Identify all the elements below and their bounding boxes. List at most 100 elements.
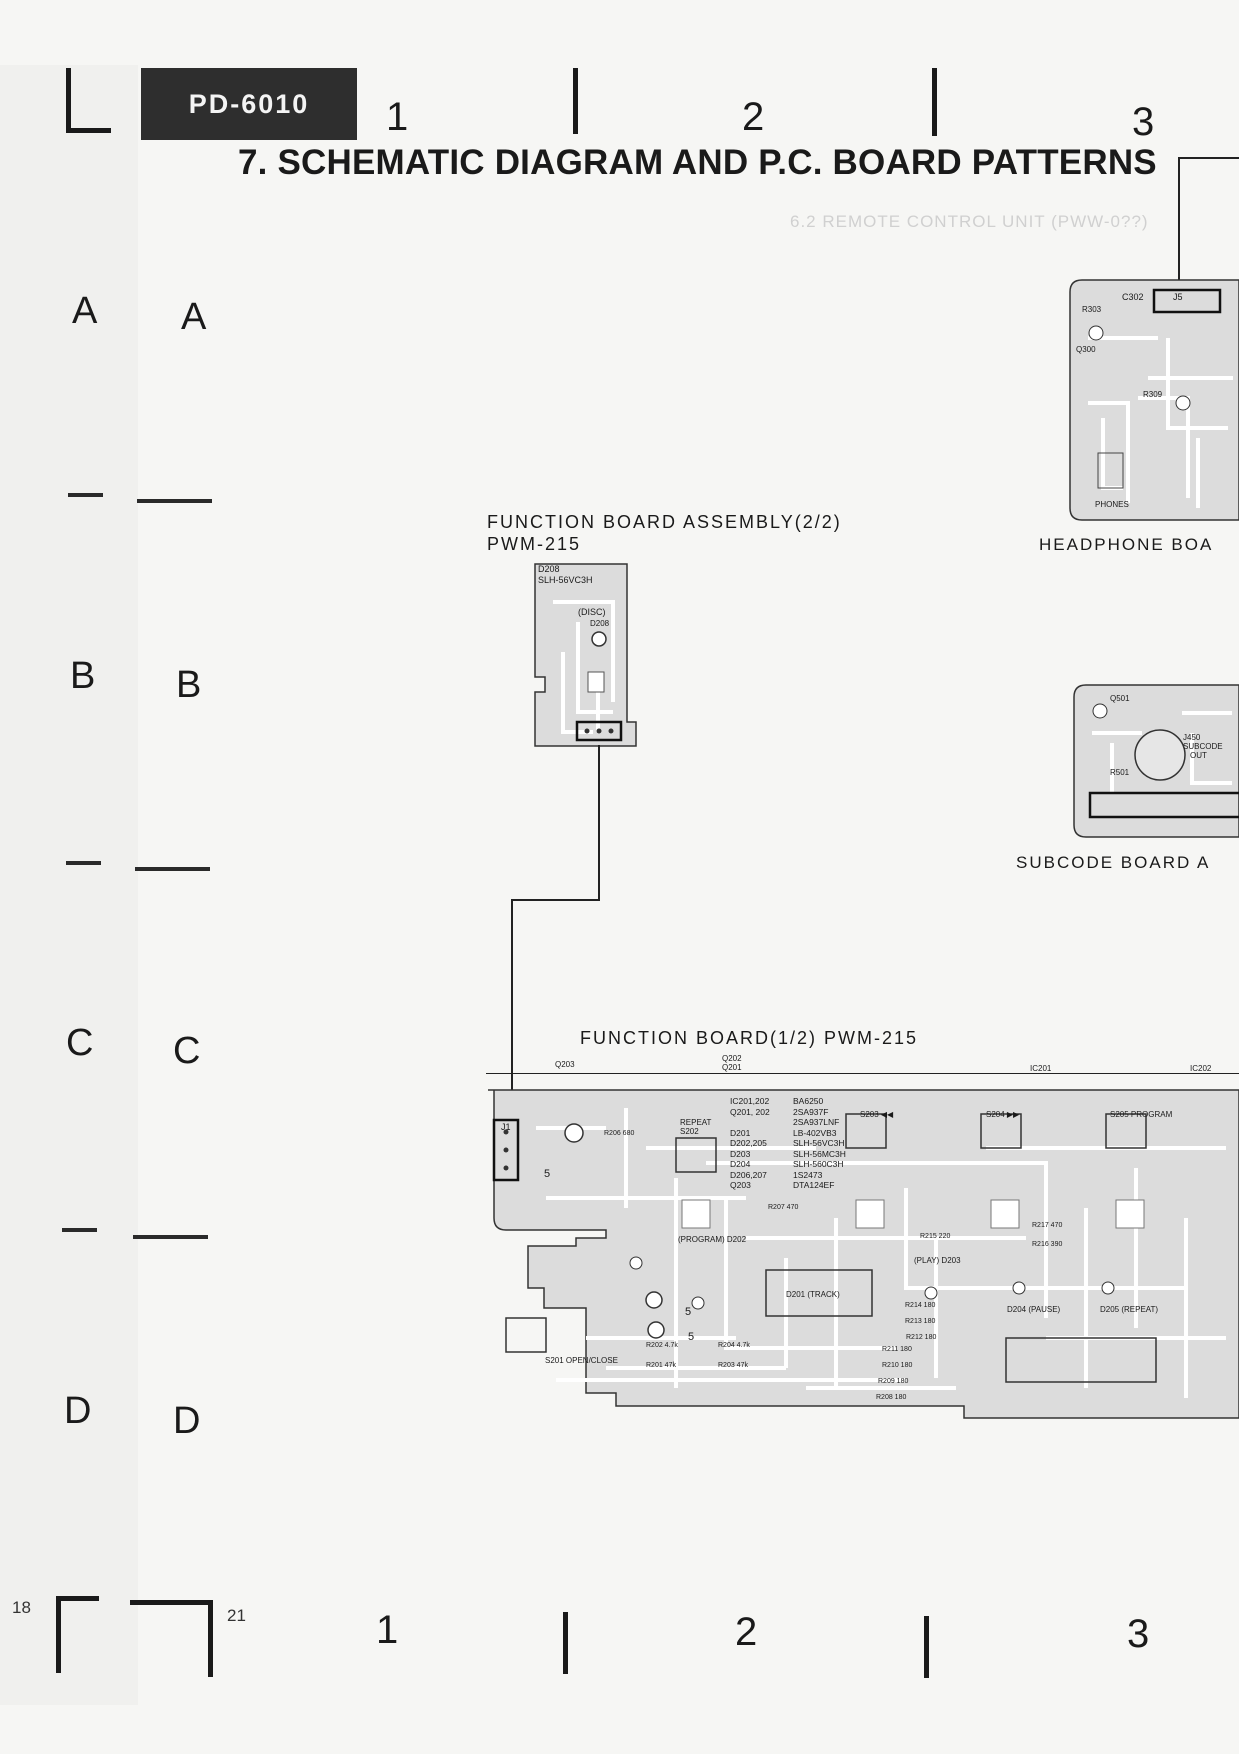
row-letter: D (64, 1390, 92, 1432)
column-divider (563, 1612, 568, 1674)
switch-label: S204 ▶▶ (986, 1110, 1020, 1119)
pin-mark: 5 (688, 1331, 695, 1343)
column-number: 2 (742, 95, 765, 139)
cable-wire (1178, 157, 1239, 159)
function-board-2-model: PWM-215 (487, 534, 582, 554)
cable-wire (511, 899, 600, 901)
resistor-label: R215 220 (920, 1233, 951, 1240)
resistor-label: R206 680 (604, 1130, 635, 1137)
part-ref: D201 (730, 1127, 751, 1138)
show-through-text: 6.2 REMOTE CONTROL UNIT (PWW-0??) (790, 212, 1149, 231)
subcode-board-title: SUBCODE BOARD A (1016, 853, 1211, 872)
board-reference-line (486, 1073, 1239, 1074)
crop-corner-bottom-left (56, 1596, 99, 1673)
row-letter: A (72, 290, 98, 332)
subcode-board-pcb (1073, 684, 1239, 838)
parts-row: Q203 DTA124EF (730, 1180, 846, 1191)
part-ref: IC201,202 (730, 1096, 770, 1106)
part-number: BA6250 (793, 1096, 824, 1106)
resistor-label: R210 180 (882, 1362, 913, 1369)
parts-row: D202,205 SLH-56VC3H (730, 1138, 846, 1149)
subcode-ref: Q501 (1110, 694, 1130, 703)
switch-label: S203 ◀◀ (860, 1110, 894, 1119)
parts-row: Q201, 202 2SA937F (730, 1107, 846, 1118)
function-board-1-pcb (488, 1089, 1239, 1419)
resistor-label: R213 180 (905, 1318, 936, 1325)
subcode-ref: OUT (1190, 751, 1207, 760)
row-divider (62, 1228, 97, 1232)
row-letter: B (176, 664, 202, 706)
function-board-2-led-ref: D208 (590, 619, 610, 628)
part-number: SLH-56VC3H (793, 1138, 845, 1148)
headphone-ref: PHONES (1095, 500, 1129, 509)
row-letter: C (66, 1022, 94, 1064)
led-label: D201 (TRACK) (786, 1290, 840, 1299)
led-label: (PLAY) D203 (914, 1256, 961, 1265)
part-number: 1S2473 (793, 1169, 823, 1180)
resistor-label: R209 180 (878, 1378, 909, 1385)
function-board-1-title: FUNCTION BOARD(1/2) PWM-215 (580, 1028, 919, 1048)
headphone-board-title: HEADPHONE BOA (1039, 535, 1214, 554)
headphone-ref: R309 (1143, 390, 1163, 399)
headphone-ref: C302 (1122, 292, 1144, 302)
resistor-label: R202 4.7k (646, 1342, 678, 1349)
page-number-left: 18 (12, 1598, 31, 1617)
column-number: 1 (386, 95, 409, 139)
part-number: 2SA937LNF (793, 1117, 840, 1127)
function-board-2-part: SLH-56VC3H (538, 575, 593, 585)
part-ref: Q201, 202 (730, 1106, 770, 1117)
parts-row: 2SA937LNF (730, 1117, 846, 1128)
part-ref: D202,205 (730, 1138, 767, 1148)
row-letter: A (181, 296, 207, 338)
pin-mark: 5 (544, 1168, 551, 1180)
parts-row: IC201,202 BA6250 (730, 1096, 846, 1107)
function-board-2-led-label: (DISC) (578, 607, 606, 617)
row-divider (133, 1235, 208, 1239)
row-divider (68, 493, 103, 497)
part-number: LB-402VB3 (793, 1127, 837, 1138)
switch-label: S205 PROGRAM (1110, 1110, 1173, 1119)
led-label: D205 (REPEAT) (1100, 1305, 1159, 1314)
subcode-ref: R501 (1110, 768, 1130, 777)
column-divider (924, 1616, 929, 1678)
function-board-2-title: FUNCTION BOARD ASSEMBLY(2/2) (487, 512, 842, 532)
left-page-strip (0, 65, 138, 1705)
resistor-label: R212 180 (906, 1334, 937, 1341)
parts-row: D206,207 1S2473 (730, 1170, 846, 1181)
part-ref: Q203 (730, 1180, 751, 1190)
part-number: SLH-56MC3H (793, 1148, 846, 1159)
subcode-ref: J450 (1183, 733, 1201, 742)
crop-corner-bottom-right (130, 1600, 213, 1677)
row-divider (135, 867, 210, 871)
connector-label: J1 (501, 1122, 511, 1132)
resistor-label: R207 470 (768, 1204, 799, 1211)
row-letter: B (70, 655, 96, 697)
led-label: (PROGRAM) D202 (678, 1235, 747, 1244)
headphone-board-pcb (1069, 279, 1239, 521)
headphone-ref: J5 (1173, 292, 1183, 302)
cable-wire (511, 899, 513, 1121)
page-number-right: 21 (227, 1606, 246, 1625)
resistor-label: R217 470 (1032, 1222, 1063, 1229)
part-number: SLH-560C3H (793, 1159, 844, 1169)
ref-label: IC202 (1190, 1064, 1212, 1073)
row-letter: D (173, 1400, 201, 1442)
parts-table: IC201,202 BA6250 Q201, 202 2SA937F 2SA937L… (730, 1096, 846, 1191)
ref-label: Q201 (722, 1063, 742, 1072)
switch-label: S201 OPEN/CLOSE (545, 1356, 618, 1365)
resistor-label: R204 4.7k (718, 1342, 750, 1349)
model-badge: PD-6010 (141, 68, 357, 140)
cable-wire (1178, 157, 1180, 292)
part-ref: D206,207 (730, 1169, 767, 1180)
resistor-label: R211 180 (882, 1346, 912, 1353)
row-letter: C (173, 1030, 201, 1072)
ref-label: Q202 (722, 1054, 742, 1063)
column-number: 3 (1127, 1612, 1150, 1656)
cable-wire (598, 745, 600, 900)
led-label: D204 (PAUSE) (1007, 1305, 1061, 1314)
resistor-label: R203 47k (718, 1362, 748, 1369)
part-number: 2SA937F (793, 1106, 829, 1117)
resistor-label: R208 180 (876, 1394, 907, 1401)
part-number: DTA124EF (793, 1180, 835, 1190)
